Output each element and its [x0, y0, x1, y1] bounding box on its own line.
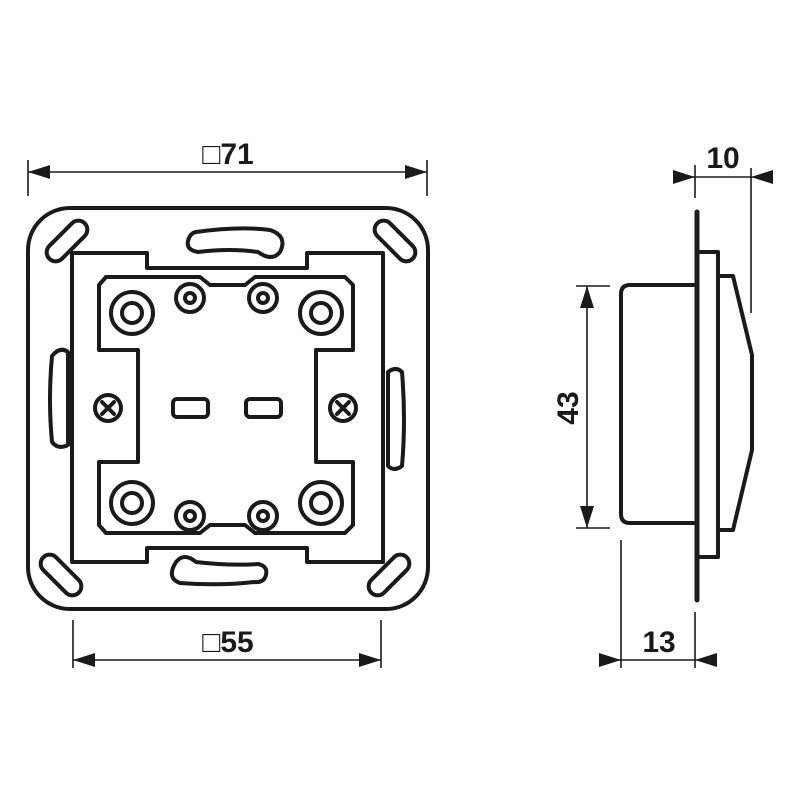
inner-frame: [70, 251, 385, 564]
led-window-left: [171, 397, 210, 419]
dimension-43-label: 43: [552, 391, 585, 424]
dimension-71: □71: [27, 138, 428, 196]
dimension-71-label: □71: [202, 138, 254, 171]
support-ring-outline: [26, 206, 430, 611]
dimension-13-label: 13: [642, 626, 675, 659]
fixing-screw-left-icon: [93, 393, 123, 423]
mounting-slots: [38, 218, 418, 598]
dimension-43: 43: [552, 285, 610, 529]
insert-plate: [97, 275, 355, 535]
fixing-screw-right-icon: [328, 393, 358, 423]
dimension-10: 10: [673, 142, 773, 313]
led-window-right: [244, 397, 283, 419]
dimension-55-label: □55: [202, 626, 254, 659]
dimension-55: □55: [72, 620, 382, 668]
rocker-profile: [716, 274, 754, 532]
small-screw-bosses: [174, 282, 279, 532]
insert-body-profile: [619, 283, 699, 525]
front-view: □71 □55: [26, 138, 430, 668]
dimension-10-label: 10: [706, 142, 739, 175]
frame-profile: [697, 250, 720, 559]
dimension-13: 13: [599, 540, 717, 668]
large-screw-bosses: [109, 290, 344, 526]
side-view: 43 10 13: [552, 142, 773, 668]
